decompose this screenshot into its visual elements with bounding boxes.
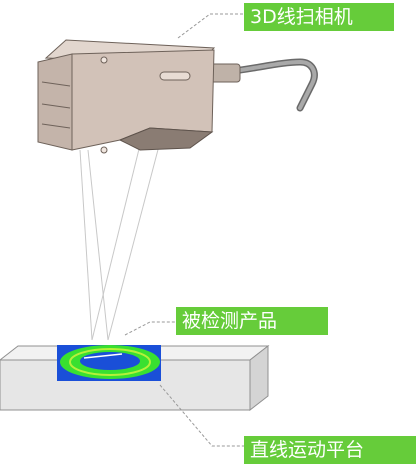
- inspected-product: [57, 345, 161, 381]
- platform-label: 直线运动平台: [244, 436, 416, 464]
- camera-body: [37, 39, 318, 154]
- camera-label: 3D线扫相机: [244, 3, 394, 31]
- product-label: 被检测产品: [176, 307, 328, 335]
- laser-beams: [79, 141, 161, 341]
- leader-lines: [124, 13, 244, 447]
